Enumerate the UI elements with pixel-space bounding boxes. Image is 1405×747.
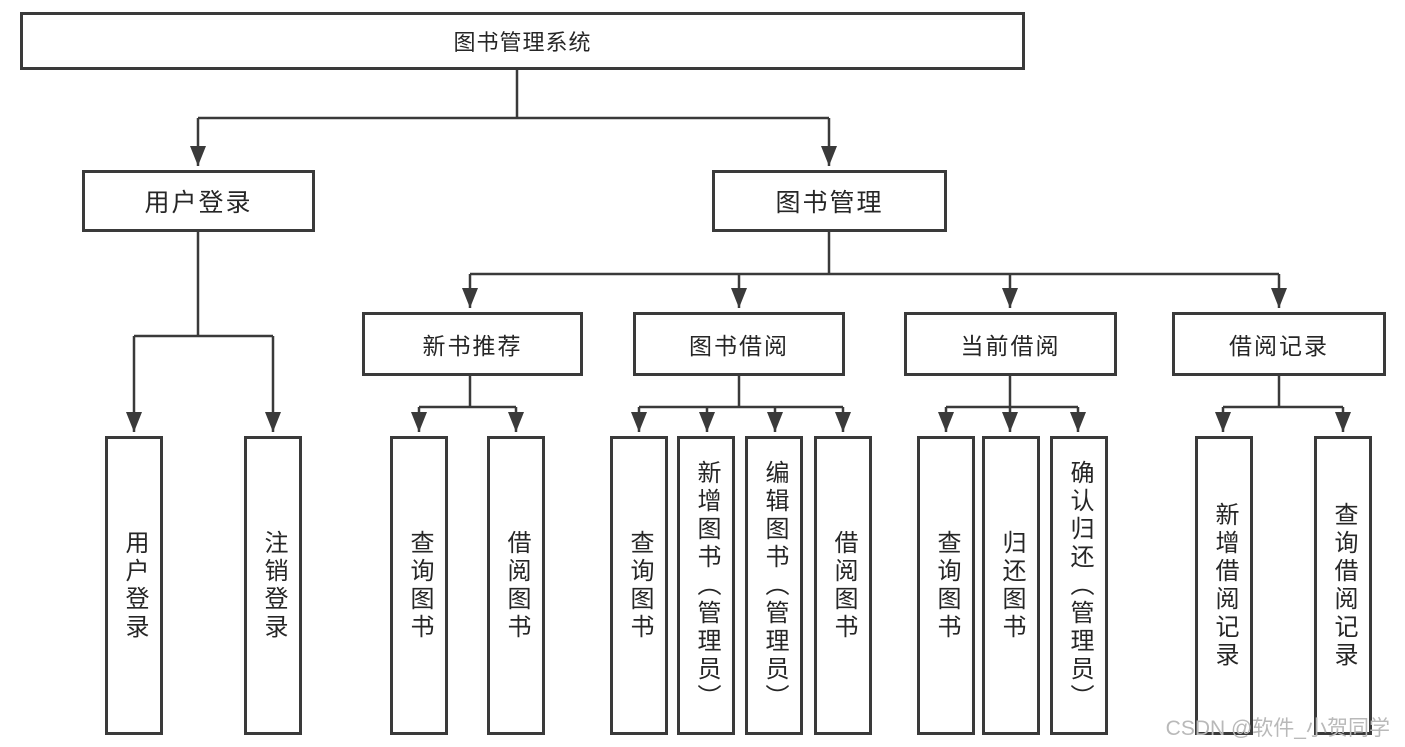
leaf-borrowing-edit-books-admin: 编辑图书（管理员） bbox=[745, 436, 803, 735]
node-book-management: 图书管理 bbox=[712, 170, 947, 232]
leaf-records-add-borrow-record-label: 新增借阅记录 bbox=[1211, 501, 1238, 670]
leaf-current-confirm-return-admin-label: 确认归还（管理员） bbox=[1066, 459, 1093, 712]
leaf-borrowing-add-books-admin: 新增图书（管理员） bbox=[677, 436, 735, 735]
leaf-user-login: 用户登录 bbox=[105, 436, 163, 735]
node-new-book-recommendation: 新书推荐 bbox=[362, 312, 583, 376]
leaf-logout-label: 注销登录 bbox=[260, 529, 287, 642]
leaf-newbooks-borrow-books: 借阅图书 bbox=[487, 436, 545, 735]
node-book-borrowing-label: 图书借阅 bbox=[689, 333, 789, 359]
leaf-current-query-books: 查询图书 bbox=[917, 436, 975, 735]
node-library-management-system: 图书管理系统 bbox=[20, 12, 1025, 70]
leaf-newbooks-query-books: 查询图书 bbox=[390, 436, 448, 735]
leaf-records-add-borrow-record: 新增借阅记录 bbox=[1195, 436, 1253, 735]
leaf-borrowing-query-books-label: 查询图书 bbox=[626, 529, 653, 642]
leaf-borrowing-edit-books-admin-label: 编辑图书（管理员） bbox=[761, 459, 788, 712]
leaf-newbooks-borrow-books-label: 借阅图书 bbox=[503, 529, 530, 642]
leaf-borrowing-borrow-books-label: 借阅图书 bbox=[830, 529, 857, 642]
leaf-current-return-books-label: 归还图书 bbox=[998, 529, 1025, 642]
node-borrowing-records-label: 借阅记录 bbox=[1229, 333, 1329, 359]
leaf-borrowing-add-books-admin-label: 新增图书（管理员） bbox=[693, 459, 720, 712]
leaf-newbooks-query-books-label: 查询图书 bbox=[406, 529, 433, 642]
node-user-login: 用户登录 bbox=[82, 170, 315, 232]
node-library-management-system-label: 图书管理系统 bbox=[453, 30, 592, 55]
leaf-records-query-borrow-record: 查询借阅记录 bbox=[1314, 436, 1372, 735]
node-user-login-label: 用户登录 bbox=[144, 189, 253, 217]
leaf-current-confirm-return-admin: 确认归还（管理员） bbox=[1050, 436, 1108, 735]
node-book-borrowing: 图书借阅 bbox=[633, 312, 845, 376]
leaf-borrowing-query-books: 查询图书 bbox=[610, 436, 668, 735]
leaf-user-login-label: 用户登录 bbox=[121, 529, 148, 642]
node-current-borrowing: 当前借阅 bbox=[904, 312, 1117, 376]
leaf-current-query-books-label: 查询图书 bbox=[933, 529, 960, 642]
node-current-borrowing-label: 当前借阅 bbox=[960, 333, 1061, 359]
node-borrowing-records: 借阅记录 bbox=[1172, 312, 1386, 376]
watermark: CSDN @软件_小贺同学 bbox=[1165, 717, 1390, 740]
leaf-current-return-books: 归还图书 bbox=[982, 436, 1040, 735]
node-book-management-label: 图书管理 bbox=[775, 189, 884, 217]
node-new-book-recommendation-label: 新书推荐 bbox=[422, 333, 523, 359]
leaf-borrowing-borrow-books: 借阅图书 bbox=[814, 436, 872, 735]
leaf-records-query-borrow-record-label: 查询借阅记录 bbox=[1330, 501, 1357, 670]
leaf-logout: 注销登录 bbox=[244, 436, 302, 735]
